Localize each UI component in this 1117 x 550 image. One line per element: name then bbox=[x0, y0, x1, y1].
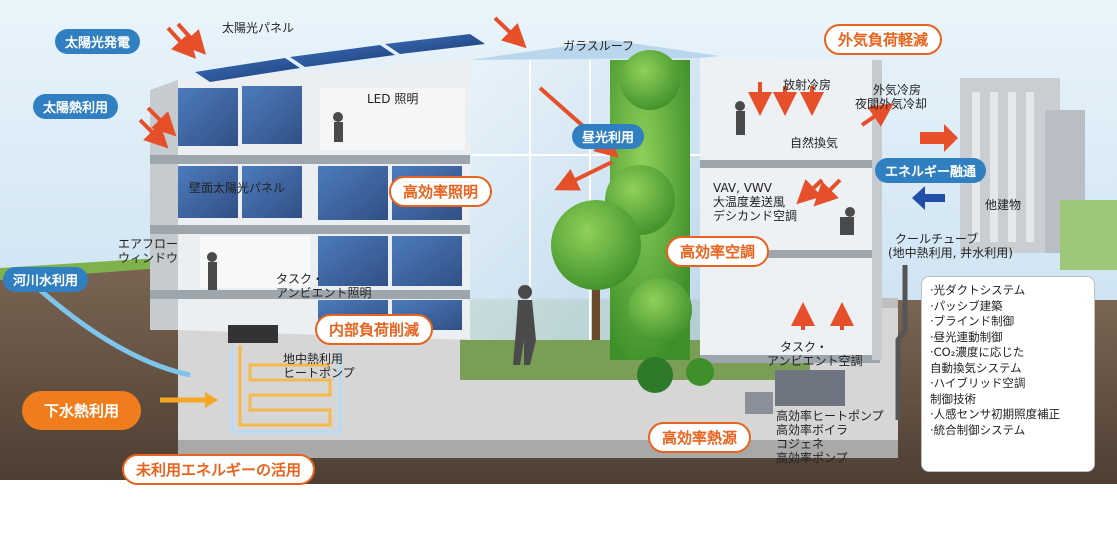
people bbox=[207, 101, 855, 365]
other-building bbox=[960, 78, 1117, 270]
led-label: LED 照明 bbox=[367, 92, 419, 106]
heat-source-item-2: 高効率ボイラ bbox=[776, 423, 849, 437]
other-building-label: 他建物 bbox=[985, 198, 1022, 212]
airflow-window-label-1: エアフロー bbox=[118, 237, 179, 251]
system-list-item: ·人感センサ初期照度補正 bbox=[930, 407, 1061, 421]
system-list-item: ·ブラインド制御 bbox=[930, 314, 1015, 328]
heat-source-item-3: コジェネ bbox=[776, 437, 825, 451]
high-efficiency-ac-label: 高効率空調 bbox=[666, 236, 770, 267]
river-water-label: 河川水利用 bbox=[3, 267, 89, 292]
system-list-item: ·CO₂濃度に応じた bbox=[930, 345, 1025, 359]
solar-power-label: 太陽光発電 bbox=[55, 29, 141, 54]
solar-arrows bbox=[138, 16, 894, 330]
energy-sharing-label: エネルギー融通 bbox=[875, 158, 987, 183]
solar-panel-label: 太陽光パネル bbox=[222, 21, 295, 35]
cool-tube bbox=[895, 265, 908, 420]
ground-heat-pipes bbox=[230, 345, 342, 434]
system-list-item: 制御技術 bbox=[930, 391, 976, 406]
system-list-item: ·昼光連動制御 bbox=[930, 329, 1003, 344]
sewage-heat-label: 下水熱利用 bbox=[22, 391, 142, 430]
river-pipe bbox=[38, 288, 191, 378]
glass-roof-label: ガラスルーフ bbox=[563, 39, 635, 53]
outside-load-reduction-label: 外気負荷軽減 bbox=[824, 24, 943, 55]
task-ambient-ac-label-2: アンビエント空調 bbox=[767, 354, 863, 368]
heat-source-item-1: 高効率ヒートポンプ bbox=[776, 409, 884, 423]
vav-label-3: デシカンド空調 bbox=[713, 209, 798, 223]
geo-heat-label-2: ヒートポンプ bbox=[283, 366, 355, 380]
system-list-item: ·光ダクトシステム bbox=[930, 283, 1026, 297]
outside-air-cooling-label-1: 外気冷房 bbox=[873, 83, 922, 97]
wall-solar-label: 壁面太陽光パネル bbox=[189, 181, 286, 195]
system-list-item: ·パッシブ建築 bbox=[930, 298, 1003, 313]
airflow-window-label-2: ウィンドウ bbox=[118, 251, 179, 265]
heat-pump-unit bbox=[228, 325, 278, 343]
roof-solar-panels bbox=[195, 34, 485, 82]
green-wall bbox=[605, 50, 692, 360]
natural-ventilation-label: 自然換気 bbox=[790, 136, 839, 150]
task-ambient-ac-label-1: タスク・ bbox=[780, 340, 828, 354]
heat-source-item-4: 高効率ポンプ bbox=[776, 451, 848, 465]
outside-air-cooling-label-2: 夜間外気冷却 bbox=[855, 97, 928, 111]
system-list-item: 自動換気システム bbox=[930, 360, 1022, 375]
cool-tube-label-1: クールチューブ bbox=[895, 232, 979, 246]
unused-energy-label: 未利用エネルギーの活用 bbox=[122, 454, 316, 485]
high-efficiency-heat-source-label: 高効率熱源 bbox=[648, 422, 752, 453]
system-list-box: ·光ダクトシステム ·パッシブ建築 ·ブラインド制御 ·昼光連動制御 ·CO₂濃… bbox=[921, 276, 1095, 472]
daylight-label: 昼光利用 bbox=[572, 124, 645, 149]
task-ambient-lighting-label-2: アンビエント照明 bbox=[276, 286, 372, 300]
radiant-cooling-label: 放射冷房 bbox=[783, 78, 832, 92]
vav-label-1: VAV, VWV bbox=[713, 181, 773, 195]
internal-load-reduction-label: 内部負荷削減 bbox=[315, 314, 434, 345]
task-ambient-lighting-label-1: タスク・ bbox=[276, 272, 324, 286]
geo-heat-label-1: 地中熱利用 bbox=[283, 352, 344, 366]
system-list-item: ·ハイブリッド空調 bbox=[930, 376, 1026, 390]
solar-heat-label: 太陽熱利用 bbox=[33, 94, 119, 119]
vav-label-2: 大温度差送風 bbox=[713, 195, 786, 209]
tree bbox=[551, 200, 641, 340]
system-list-item: ·統合制御システム bbox=[930, 422, 1026, 437]
cool-tube-label-2: (地中熱利用, 井水利用) bbox=[888, 246, 1013, 260]
high-efficiency-lighting-label: 高効率照明 bbox=[389, 176, 493, 207]
